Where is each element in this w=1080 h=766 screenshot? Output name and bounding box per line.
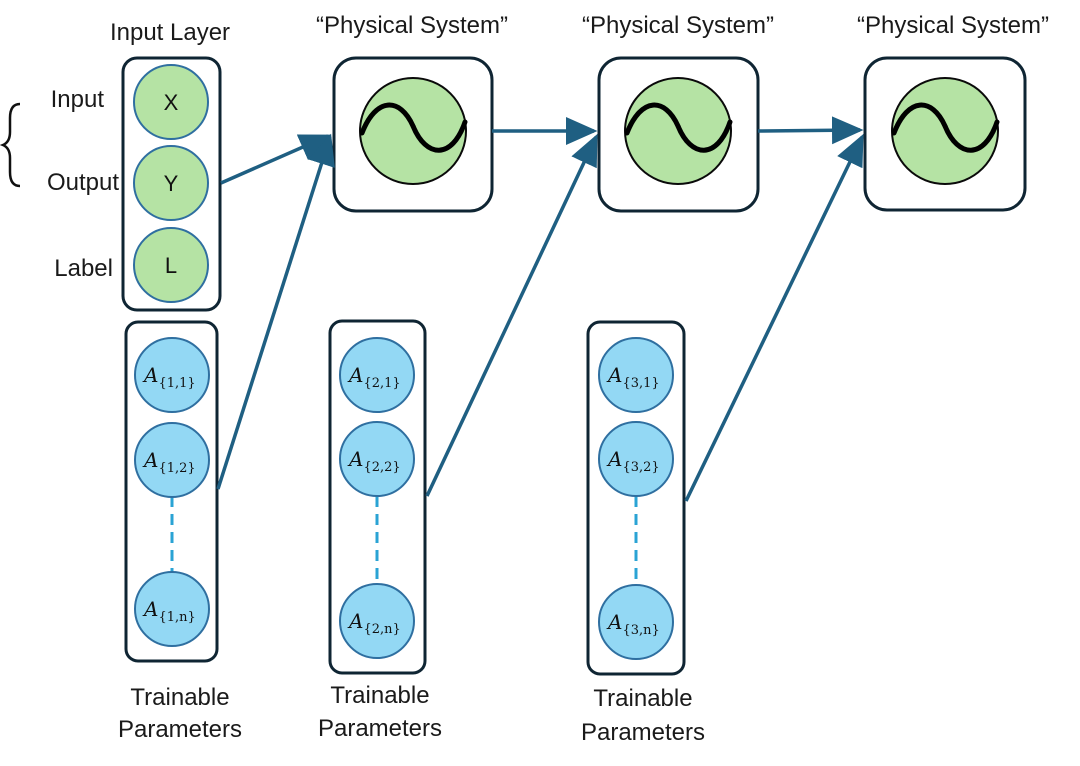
- physical-system-2-wave-icon: [624, 102, 733, 153]
- input-node-x: [133, 64, 209, 140]
- arrow-system-2-to-system-3: [757, 116, 864, 145]
- param-node-2-n-label: A{2,n}: [347, 609, 401, 637]
- param-node-2-2-label: A{2,2}: [347, 447, 401, 475]
- param-node-1-1: [134, 337, 210, 413]
- param-node-1-2: [134, 422, 210, 498]
- physical-system-1-title: “Physical System”: [316, 12, 508, 39]
- param-group-2-caption-line2: Parameters: [318, 715, 442, 742]
- param-group-2-caption-line1: Trainable: [330, 682, 429, 709]
- param-node-3-2-label: A{3,2}: [606, 447, 660, 475]
- param-node-2-n: [339, 583, 415, 659]
- param-group-1-caption-line1: Trainable: [130, 684, 229, 711]
- physical-system-3-title: “Physical System”: [857, 12, 1049, 39]
- input-node-x-label: X: [164, 90, 179, 115]
- param-node-1-n-label: A{1,n}: [142, 597, 196, 625]
- param-node-3-1-label: A{3,1}: [606, 363, 660, 391]
- label-side-label: Label: [54, 255, 113, 282]
- param-node-3-2: [598, 421, 674, 497]
- arrow-input-to-system-1: [220, 134, 332, 185]
- input-side-label: Input: [51, 86, 105, 113]
- input-node-y-label: Y: [164, 171, 179, 196]
- param-node-3-1: [598, 337, 674, 413]
- arrow-params-3-to-system-3: [684, 133, 864, 502]
- param-node-2-1: [339, 337, 415, 413]
- input-node-l-label: L: [165, 253, 177, 278]
- param-node-1-1-label: A{1,1}: [142, 363, 196, 391]
- param-node-1-n: [134, 571, 210, 647]
- input-node-l: [133, 227, 209, 303]
- param-group-3-caption-line1: Trainable: [593, 685, 692, 712]
- arrow-params-1-to-system-1: [216, 133, 335, 490]
- input-layer-title: Input Layer: [110, 19, 230, 46]
- param-node-1-2-label: A{1,2}: [142, 448, 196, 476]
- input-output-brace: [0, 102, 21, 188]
- input-node-y: [133, 145, 209, 221]
- param-group-3-caption-line2: Parameters: [581, 719, 705, 746]
- arrow-params-2-to-system-2: [425, 133, 598, 497]
- physical-system-3-wave-icon: [891, 102, 1000, 153]
- param-node-3-n-label: A{3,n}: [606, 610, 660, 638]
- param-node-3-n: [598, 584, 674, 660]
- param-node-2-2: [339, 421, 415, 497]
- param-group-1-caption-line2: Parameters: [118, 716, 242, 743]
- output-side-label: Output: [47, 169, 119, 196]
- physical-system-2-title: “Physical System”: [582, 12, 774, 39]
- physical-system-1-wave-icon: [359, 102, 468, 153]
- param-node-2-1-label: A{2,1}: [347, 363, 401, 391]
